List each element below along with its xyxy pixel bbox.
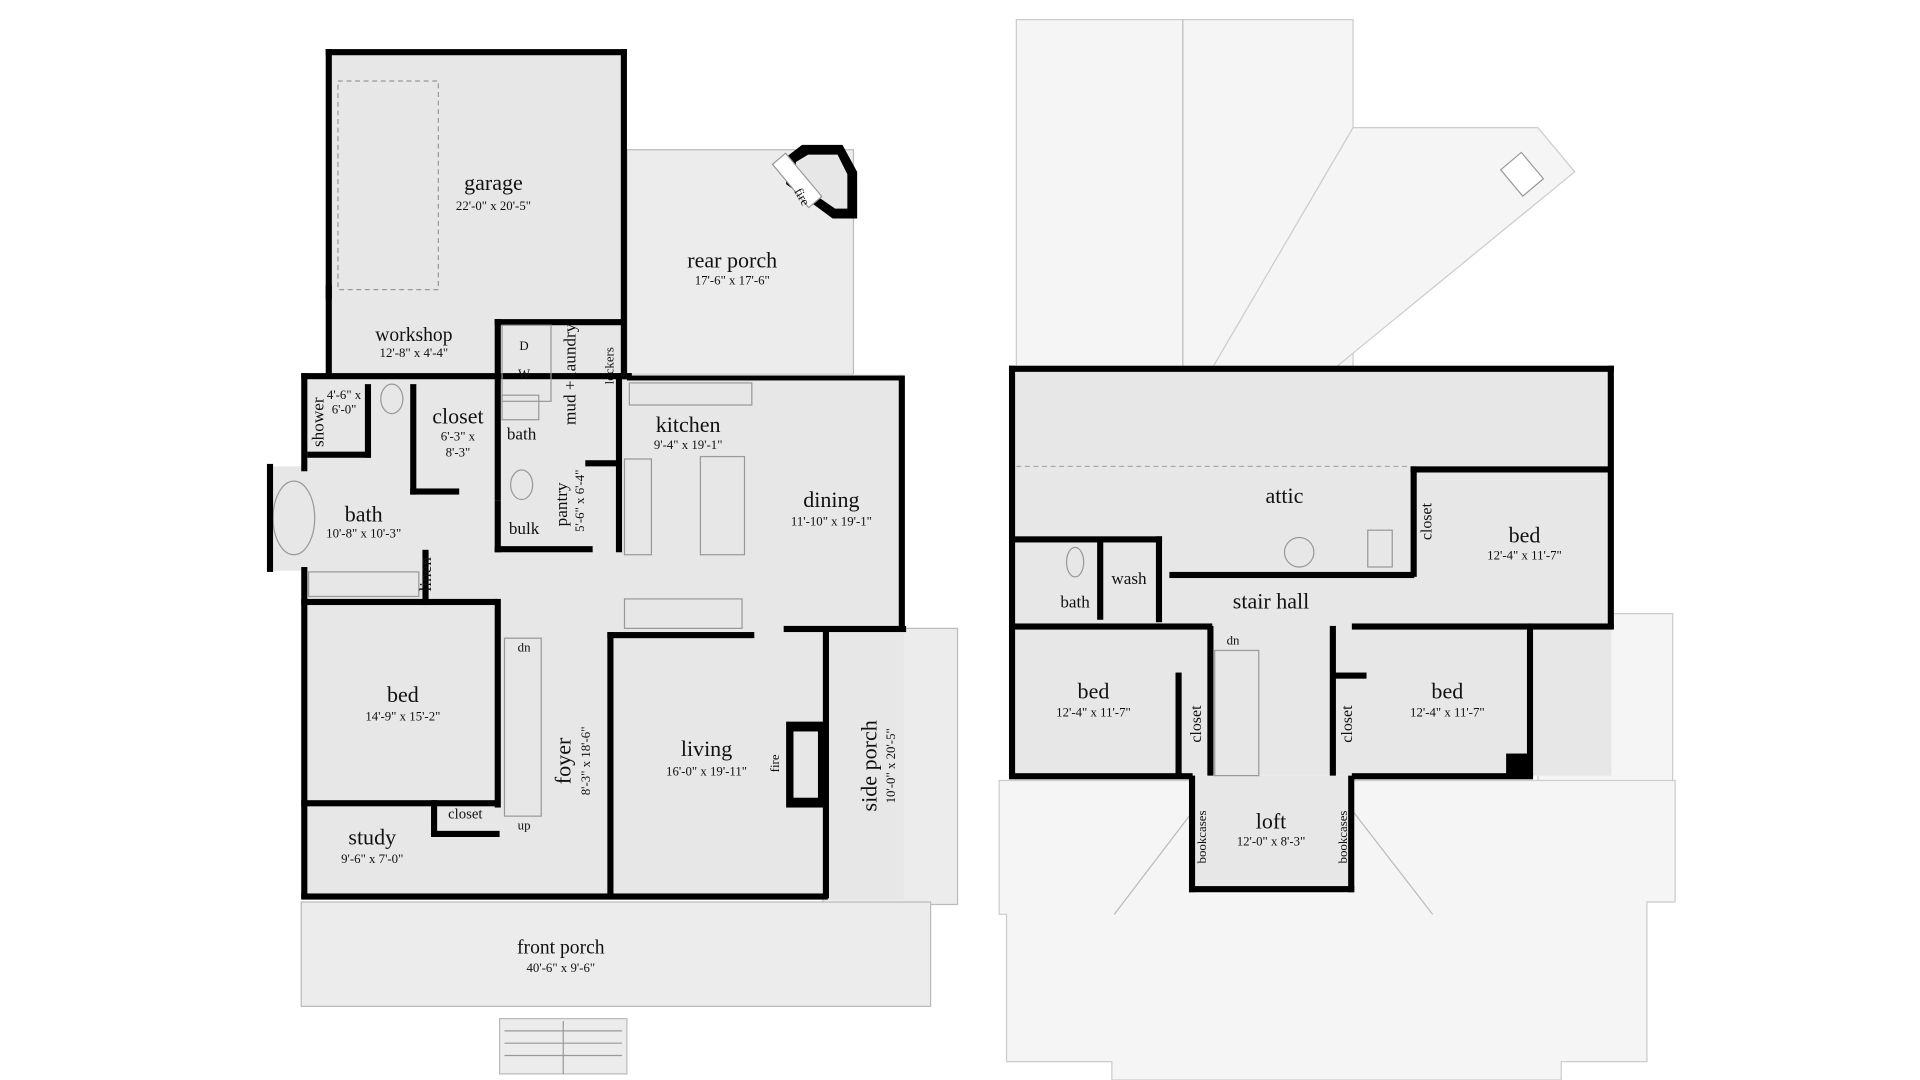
room-label-loft: loft [1256, 808, 1287, 833]
room-label-wash: wash [1111, 569, 1147, 588]
room-label-lockers: lockers [602, 347, 616, 384]
room-label-attic: attic [1266, 483, 1304, 508]
room-dims-bed-se: 12'-4" x 11'-7" [1410, 706, 1485, 720]
room-label-closet-study: closet [448, 807, 482, 823]
room-dims-side-porch: 10'-0" x 20'-5" [884, 728, 898, 803]
room-dims-foyer: 8'-3" x 18'-6" [579, 727, 593, 796]
first-floor-plan [266, 49, 959, 1075]
room-label-linen: linen [416, 557, 435, 592]
room-label-bed: bed [387, 682, 419, 707]
room-label-foyer: foyer [551, 737, 576, 784]
room-dims-bed-ne: 12'-4" x 11'-7" [1487, 549, 1562, 563]
room-label-living: living [681, 736, 732, 761]
front-porch-area [300, 901, 932, 1007]
dryer-label: D [519, 339, 528, 353]
room-label-bed-ne: bed [1509, 522, 1541, 547]
room-dims-kitchen: 9'-4" x 19'-1" [654, 438, 723, 452]
room-label-garage: garage [464, 170, 523, 195]
room-dims-shower-1: 4'-6" x [327, 388, 362, 402]
room-label-bookcases-left: bookcases [1195, 811, 1209, 864]
room-label-bookcases-right: bookcases [1336, 811, 1350, 864]
room-label-closet-se: closet [1339, 705, 1356, 743]
garage-area [328, 51, 625, 375]
room-label-closet-sw: closet [1188, 705, 1205, 743]
loft-area [1191, 775, 1352, 890]
stair-up-label: up [518, 819, 531, 833]
room-label-kitchen: kitchen [656, 412, 721, 437]
room-label-stair-hall: stair hall [1233, 589, 1309, 614]
room-label-shower: shower [308, 397, 327, 447]
room-label-workshop: workshop [375, 325, 452, 346]
washer-label: W [518, 367, 531, 381]
room-label-pantry: pantry [552, 482, 571, 526]
room-label-bath-master: bath [345, 502, 383, 527]
second-floor-area [1011, 368, 1612, 776]
roof-diagonal [1211, 127, 1576, 369]
room-dims-bed-sw: 12'-4" x 11'-7" [1056, 706, 1131, 720]
room-dims-dining: 11'-10" x 19'-1" [791, 514, 872, 528]
room-label-front-porch: front porch [517, 938, 605, 959]
stair-dn-label: dn [518, 641, 531, 655]
room-label-closet-master: closet [432, 403, 483, 428]
room-label-bed-sw: bed [1078, 678, 1110, 703]
room-label-rear-porch: rear porch [687, 248, 777, 273]
room-label-bed-se: bed [1431, 678, 1463, 703]
room-label-bulk: bulk [509, 519, 540, 538]
room-dims-study: 9'-6" x 7'-0" [341, 852, 403, 866]
room-dims-bed: 14'-9" x 15'-2" [365, 709, 440, 723]
room-dims-living: 16'-0" x 19'-11" [666, 765, 747, 779]
room-dims-shower-2: 6'-0" [332, 403, 357, 417]
second-floor-labels: attic bed 12'-4" x 11'-7" closet bath wa… [1056, 483, 1562, 863]
main-floor-area [303, 374, 904, 900]
first-floor-labels: garage 22'-0" x 20'-5" rear porch 17'-6"… [308, 170, 898, 975]
room-label-bath-small: bath [507, 424, 537, 443]
room-label-dining: dining [803, 487, 859, 512]
room-dims-closet-master-2: 8'-3" [446, 446, 471, 460]
room-dims-rear-porch: 17'-6" x 17'-6" [695, 274, 770, 288]
room-dims-workshop: 12'-8" x 4'-4" [380, 346, 449, 360]
room-label-closet-ne: closet [1418, 502, 1435, 540]
room-label-side-porch: side porch [857, 720, 882, 811]
room-dims-loft: 12'-0" x 8'-3" [1237, 835, 1306, 849]
room-label-bath-upper: bath [1060, 592, 1090, 611]
second-floor-plan [998, 19, 1676, 1080]
room-dims-pantry: 5'-6" x 6'-4" [573, 470, 587, 532]
room-label-mud-laundry: mud + laundry [561, 323, 580, 425]
room-dims-front-porch: 40'-6" x 9'-6" [526, 961, 595, 975]
room-dims-garage: 22'-0" x 20'-5" [456, 199, 531, 213]
stair-dn-label-upper: dn [1227, 633, 1240, 647]
fireplace-label-living: fire [768, 754, 782, 772]
room-dims-closet-master-1: 6'-3" x [441, 430, 476, 444]
room-label-study: study [348, 824, 396, 849]
room-dims-bath-master: 10'-8" x 10'-3" [326, 527, 401, 541]
